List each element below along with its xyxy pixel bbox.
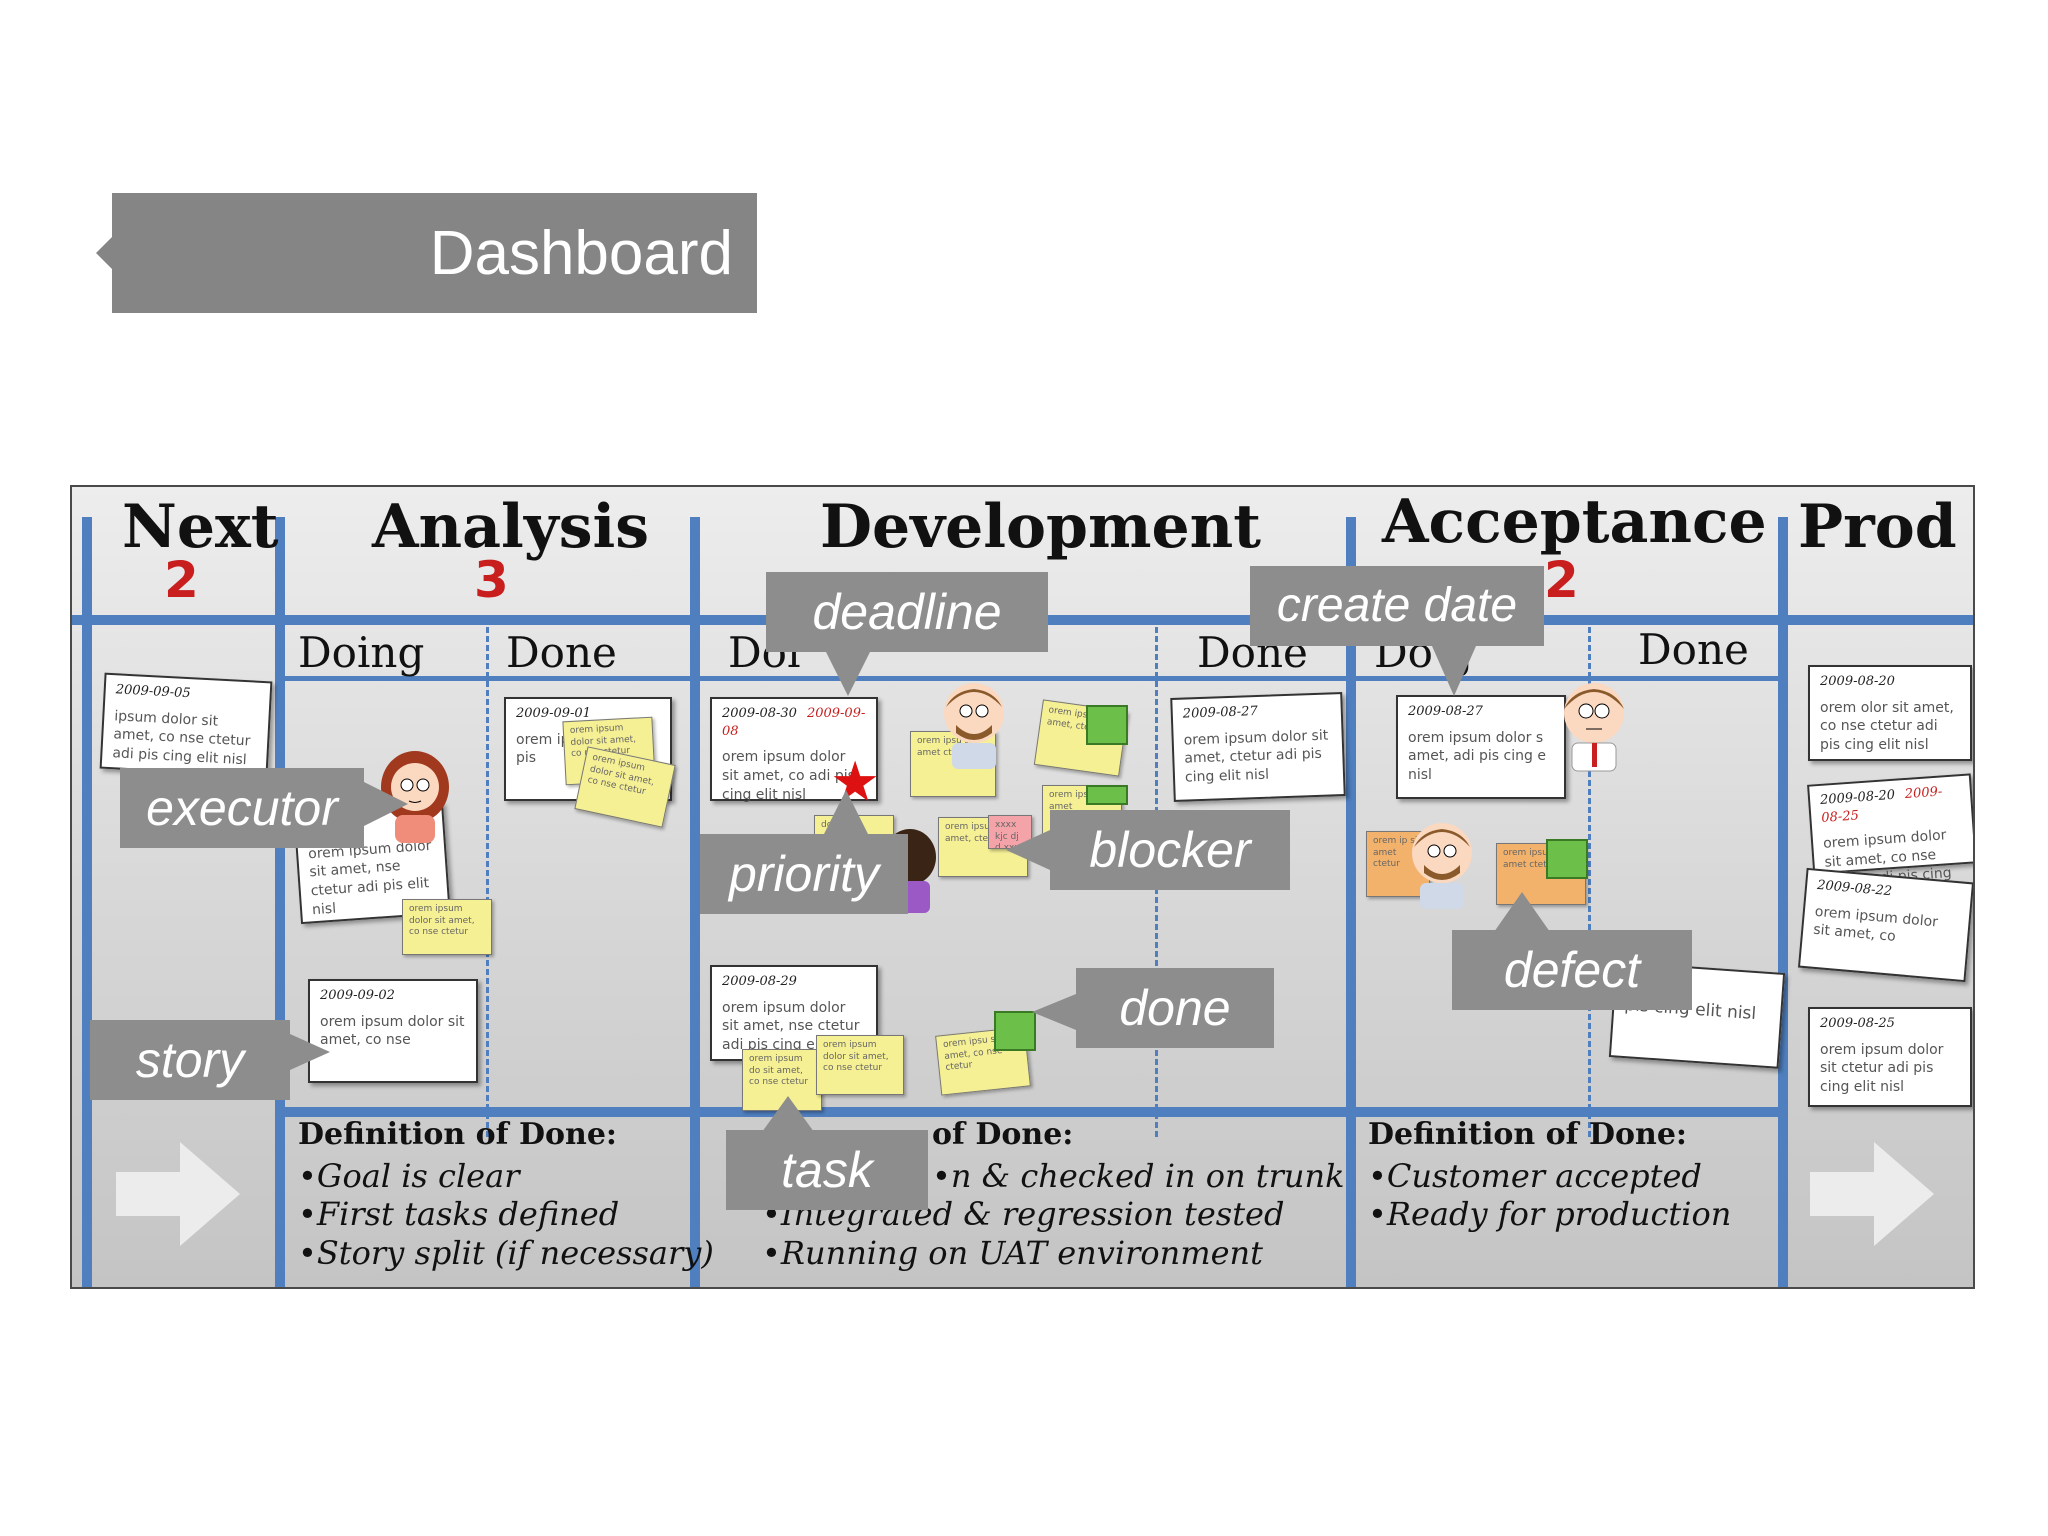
story-text: orem ipsum dolor sit amet, co adi pis ci… [722, 749, 855, 803]
callout-task: task [726, 1130, 928, 1210]
done-marker [1086, 705, 1128, 745]
dod-item: Story split (if necessary) [298, 1234, 714, 1272]
dod-item: Running on UAT environment [762, 1234, 1345, 1272]
done-marker [1086, 785, 1128, 805]
sub-header-doing: Doing [298, 628, 425, 677]
column-development: Development [820, 492, 1262, 562]
column-acceptance: Acceptance [1382, 487, 1767, 557]
column-analysis: Analysis [372, 492, 650, 562]
create-date: 2009-08-20 [1820, 674, 1895, 689]
create-date: 2009-08-27 [1182, 703, 1258, 722]
story-text: orem ipsum dolor sit amet, ctetur adi pi… [1183, 727, 1329, 786]
dod-item: Customer accepted [1368, 1157, 1731, 1195]
callout-pointer [1494, 892, 1550, 932]
wip-limit-acceptance: 2 [1544, 551, 1579, 609]
wip-limit-next: 2 [164, 551, 199, 609]
arrow-right-icon [116, 1142, 240, 1246]
callout-pointer [290, 1034, 330, 1070]
create-date: 2009-09-02 [320, 988, 395, 1003]
definition-of-done-analysis: Definition of Done: Goal is clear First … [298, 1117, 714, 1272]
deadline-date: 2009-09-08 [722, 706, 866, 739]
create-date: 2009-08-22 [1816, 877, 1893, 900]
story-text: orem ipsum dolor sit ctetur adi pis cing… [1820, 1041, 1944, 1096]
definition-of-done-acceptance: Definition of Done: Customer accepted Re… [1368, 1117, 1731, 1234]
avatar-icon [1564, 683, 1624, 772]
sub-header-done: Done [1638, 625, 1749, 674]
dod-item: Ready for production [1368, 1195, 1731, 1233]
story-card[interactable]: 2009-08-27 orem ipsum dolor s amet, adi … [1396, 695, 1566, 799]
callout-pointer [364, 782, 408, 826]
page-title: Dashboard [96, 193, 757, 313]
callout-deadline: deadline [766, 572, 1048, 652]
callout-priority: priority [700, 834, 908, 914]
story-text: ipsum dolor sit amet, co nse ctetur adi … [111, 707, 251, 769]
story-text: orem olor sit amet, co nse ctetur adi pi… [1820, 699, 1954, 754]
definition-of-done-development: of Done: n & checked in on trunk Integra… [762, 1117, 1345, 1272]
dod-title: Definition of Done: [298, 1117, 617, 1152]
callout-blocker: blocker [1050, 810, 1290, 890]
lane-divider [690, 517, 700, 1287]
story-card[interactable]: 2009-08-27 orem ipsum dolor sit amet, ct… [1170, 692, 1346, 802]
story-text: orem ipsum dolor sit amet, co [1812, 903, 1939, 946]
create-date: 2009-09-05 [115, 682, 191, 702]
arrow-right-icon [1810, 1142, 1934, 1246]
callout-executor: executor [120, 768, 364, 848]
task-sticky[interactable]: orem ipsum dolor sit amet, co nse ctetur [816, 1035, 904, 1095]
callout-create-date: create date [1250, 566, 1544, 646]
sub-header-done: Done [506, 628, 617, 677]
callout-defect: defect [1452, 930, 1692, 1010]
wip-limit-analysis: 3 [474, 551, 509, 609]
story-text: orem ipsum dolor sit amet, co nse [320, 1013, 465, 1049]
callout-pointer [1432, 646, 1476, 696]
sub-lane-divider [486, 627, 489, 1137]
lane-divider [1778, 517, 1788, 1287]
story-card[interactable]: 2009-08-20 orem olor sit amet, co nse ct… [1808, 665, 1972, 761]
callout-done: done [1076, 968, 1274, 1048]
sub-header-divider [275, 676, 1788, 681]
callout-pointer [1032, 994, 1076, 1030]
avatar-icon [1412, 823, 1472, 909]
dod-item: First tasks defined [298, 1195, 714, 1233]
story-text: orem ipsum dolor s amet, adi pis cing e … [1408, 729, 1546, 784]
create-date: 2009-09-01 [516, 706, 591, 721]
task-sticky[interactable]: orem ipsum dolor sit amet, co nse ctetur [402, 899, 492, 955]
create-date: 2009-08-27 [1408, 704, 1483, 719]
dod-item: n & checked in on trunk [762, 1157, 1345, 1195]
callout-pointer [762, 1096, 814, 1132]
create-date: 2009-08-25 [1820, 1016, 1895, 1031]
callout-pointer [826, 652, 870, 696]
dod-item: Goal is clear [298, 1157, 714, 1195]
create-date: 2009-08-29 [722, 974, 797, 989]
lane-divider [82, 517, 92, 1287]
callout-story: story [90, 1020, 290, 1100]
done-marker [994, 1011, 1036, 1051]
dod-title: Definition of Done: [1368, 1117, 1687, 1152]
story-card[interactable]: 2009-09-02 orem ipsum dolor sit amet, co… [308, 979, 478, 1083]
avatar-icon [944, 683, 1004, 769]
column-next: Next [122, 492, 279, 562]
column-prod: Prod [1798, 492, 1957, 562]
dod-divider [275, 1107, 1788, 1117]
callout-pointer [1006, 830, 1050, 870]
sub-lane-divider [1588, 627, 1591, 1137]
story-card[interactable]: 2009-09-05 ipsum dolor sit amet, co nse … [99, 672, 273, 778]
story-card[interactable]: 2009-08-22 orem ipsum dolor sit amet, co [1797, 867, 1973, 983]
lane-divider [1346, 517, 1356, 1287]
story-card[interactable]: 2009-08-25 orem ipsum dolor sit ctetur a… [1808, 1007, 1972, 1107]
done-marker [1546, 839, 1588, 879]
dod-title: of Done: [932, 1117, 1074, 1152]
callout-pointer [824, 790, 868, 834]
lane-divider [275, 517, 285, 1287]
